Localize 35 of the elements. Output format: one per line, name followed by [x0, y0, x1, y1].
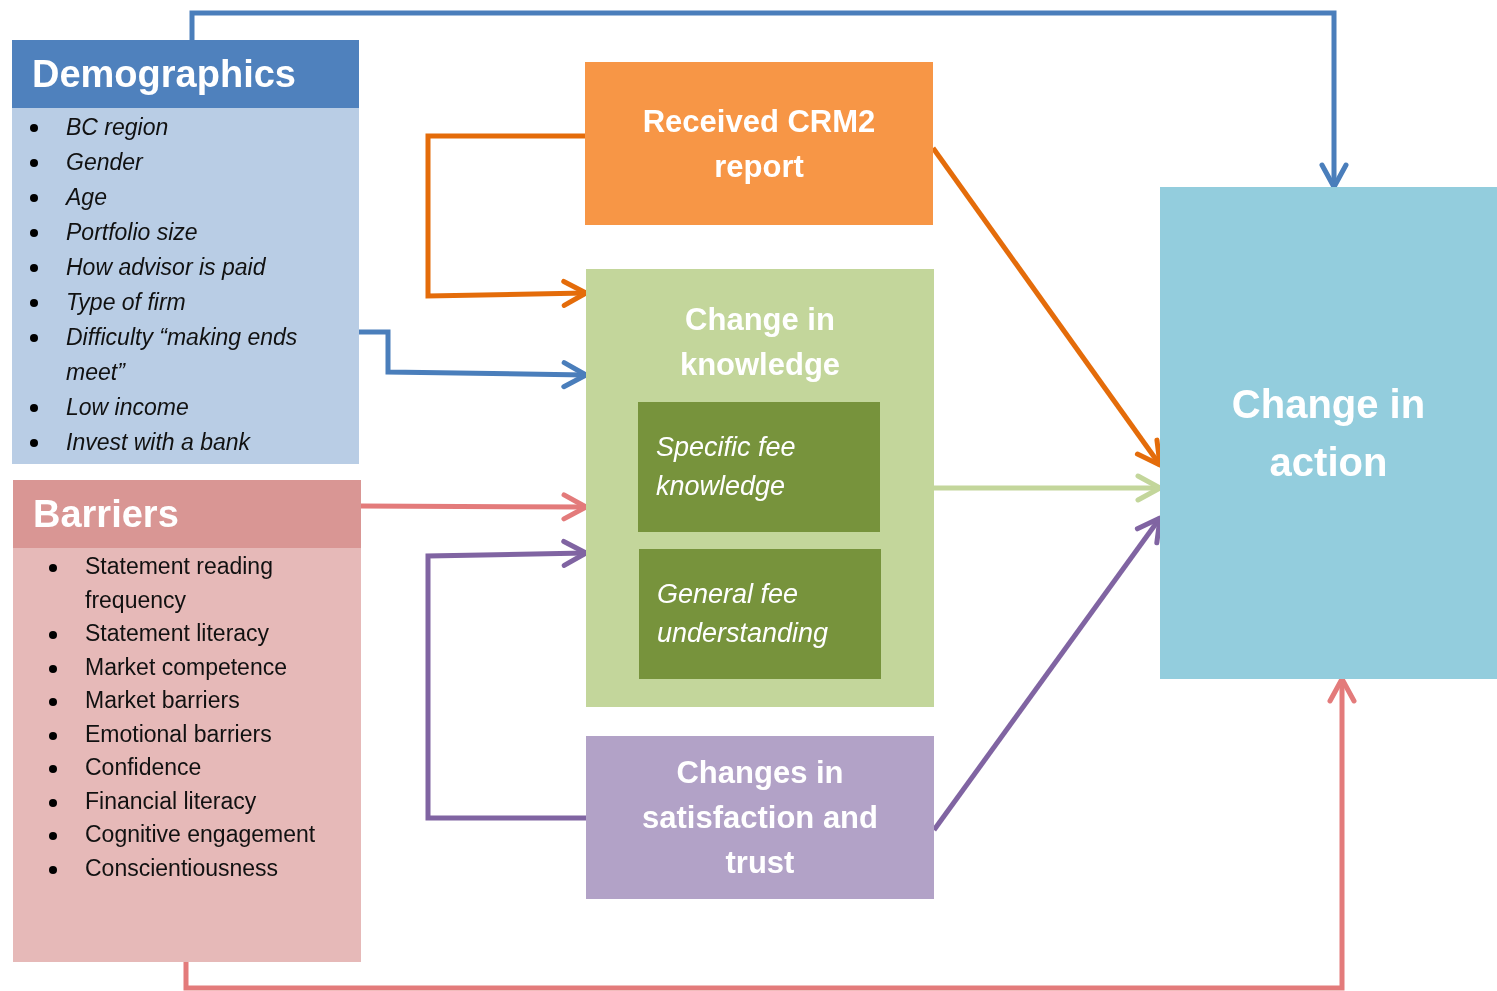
list-item: Difficulty “making ends meet”: [66, 323, 299, 387]
list-item: Low income: [66, 393, 189, 422]
list-item: Confidence: [85, 753, 202, 782]
list-item: Emotional barriers: [85, 719, 272, 749]
group-box: [586, 269, 934, 707]
list-item: Gender: [66, 148, 143, 177]
panel-heading: Barriers: [13, 480, 361, 548]
list-item: How advisor is paid: [66, 253, 266, 282]
list-item: Financial literacy: [85, 786, 257, 816]
list-item: Type of firm: [66, 288, 186, 317]
list-item: Conscientiousness: [85, 853, 279, 883]
category-panel: [12, 40, 359, 464]
arrow: [189, 10, 1349, 190]
category-panel: [13, 480, 361, 962]
process-box: [1160, 187, 1497, 679]
panel-heading: Demographics: [12, 40, 359, 108]
box-label: Received CRM2 report: [641, 102, 877, 186]
list-item: Statement reading frequency: [85, 552, 274, 615]
list-item: Statement literacy: [85, 619, 270, 648]
list-item: Portfolio size: [66, 218, 198, 247]
box-label: Change in action: [1230, 381, 1427, 486]
box-label: Specific fee knowledge: [656, 431, 797, 503]
list-item: Market competence: [85, 652, 287, 682]
list-item: Cognitive engagement: [85, 820, 316, 849]
box-label: General fee understanding: [657, 578, 830, 650]
subtopic-box: [639, 549, 881, 679]
list-item: BC region: [66, 113, 169, 142]
group-heading: Change in knowledge: [678, 301, 842, 384]
list-item: Age: [66, 183, 107, 212]
process-box: [586, 736, 934, 899]
subtopic-box: [638, 402, 880, 532]
list-item: Market barriers: [85, 686, 240, 715]
process-box: [585, 62, 933, 225]
box-label: Changes in satisfaction and trust: [641, 754, 879, 882]
list-item: Invest with a bank: [66, 428, 251, 457]
